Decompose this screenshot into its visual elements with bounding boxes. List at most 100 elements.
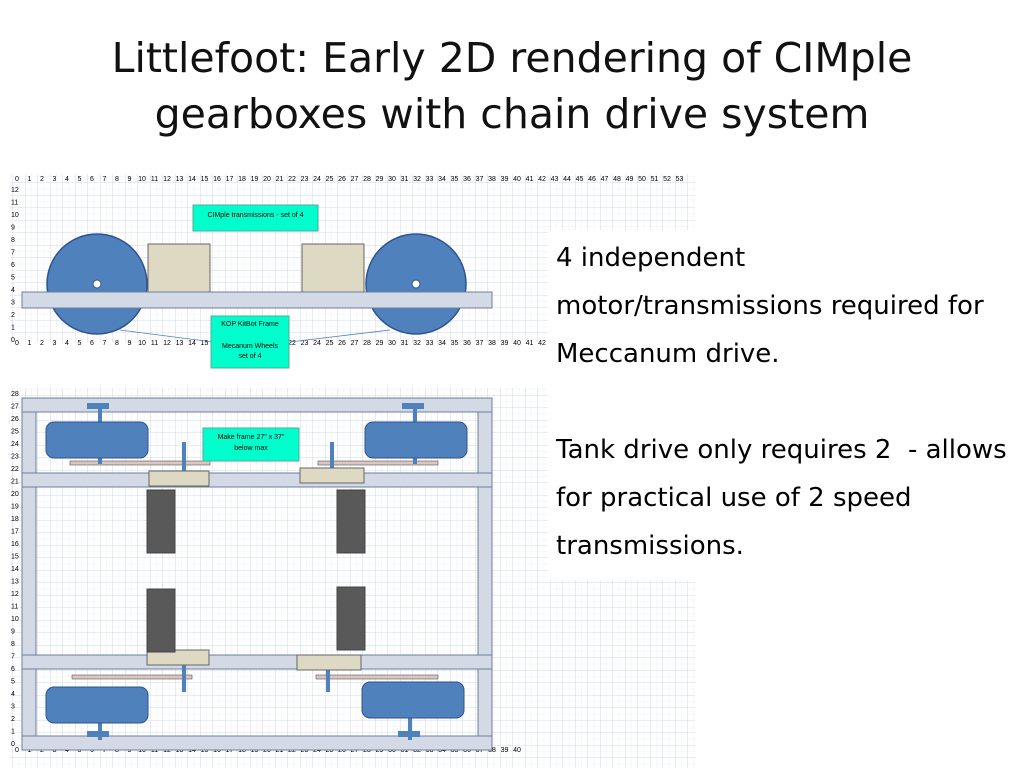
side-x-tick-top: 33 xyxy=(426,176,434,183)
side-x-tick-bottom: 13 xyxy=(176,340,184,347)
slide-title-line-1: Littlefoot: Early 2D rendering of CIMple xyxy=(111,34,913,82)
top-wheel-back-left xyxy=(45,686,149,724)
side-x-tick-bottom: 14 xyxy=(188,340,196,347)
top-axle-back-right xyxy=(315,674,439,680)
side-x-tick-top: 49 xyxy=(626,176,634,183)
side-x-tick-bottom: 23 xyxy=(301,340,309,347)
top-gear-shaft-fr xyxy=(330,442,334,482)
side-x-tick-top: 5 xyxy=(78,176,82,183)
top-shaft-back-right xyxy=(408,700,412,740)
side-x-tick-top: 35 xyxy=(451,176,459,183)
callout-leader-right xyxy=(289,329,391,343)
side-x-tick-top: 34 xyxy=(438,176,446,183)
side-x-tick-top: 2 xyxy=(40,176,44,183)
side-x-tick-top: 29 xyxy=(376,176,384,183)
side-x-tick-top: 37 xyxy=(476,176,484,183)
top-hub-front-left xyxy=(87,403,109,409)
top-y-tick: 25 xyxy=(11,429,19,436)
side-x-tick-top: 44 xyxy=(563,176,571,183)
top-view-y-axis: 2827262524232221201918171615141312111098… xyxy=(11,391,19,748)
side-x-tick-top: 53 xyxy=(676,176,684,183)
top-y-tick: 19 xyxy=(11,504,19,511)
side-x-tick-top: 50 xyxy=(638,176,646,183)
top-y-tick: 26 xyxy=(11,416,19,423)
top-y-tick: 9 xyxy=(11,629,15,636)
side-x-tick-top: 16 xyxy=(213,176,221,183)
side-x-tick-bottom: 4 xyxy=(65,340,69,347)
side-x-tick-bottom: 38 xyxy=(488,340,496,347)
top-frame-left-rail xyxy=(21,397,37,751)
side-x-tick-bottom: 31 xyxy=(401,340,409,347)
top-hub-back-right xyxy=(398,731,420,737)
top-y-tick: 28 xyxy=(11,391,19,398)
side-x-tick-top: 41 xyxy=(526,176,534,183)
side-x-tick-top: 28 xyxy=(363,176,371,183)
top-frame-front-rail xyxy=(21,397,493,413)
side-x-tick-top: 15 xyxy=(201,176,209,183)
callout-transmissions-text: CIMple transmissions - set of 4 xyxy=(207,212,303,219)
side-transmission-right xyxy=(301,243,365,293)
side-x-tick-top: 7 xyxy=(103,176,107,183)
side-y-tick: 7 xyxy=(11,250,15,257)
side-y-tick: 8 xyxy=(11,237,15,244)
side-x-tick-bottom: 28 xyxy=(363,340,371,347)
side-x-tick-top: 38 xyxy=(488,176,496,183)
top-gear-shaft-br xyxy=(326,662,330,692)
top-wheel-front-left xyxy=(45,421,149,459)
side-x-tick-bottom: 29 xyxy=(376,340,384,347)
top-y-tick: 18 xyxy=(11,516,19,523)
side-x-tick-bottom: 26 xyxy=(338,340,346,347)
top-wheel-front-right xyxy=(364,421,468,459)
top-transmission-front-left xyxy=(148,470,210,487)
top-y-tick: 23 xyxy=(11,454,19,461)
side-x-tick-top: 23 xyxy=(301,176,309,183)
side-x-tick-bottom: 3 xyxy=(53,340,57,347)
side-x-tick-top: 24 xyxy=(313,176,321,183)
top-y-tick: 24 xyxy=(11,441,19,448)
callout-frame-size-text-2: below max xyxy=(234,445,268,452)
top-crossmember-front xyxy=(21,472,493,488)
top-gear-shaft-fl xyxy=(182,442,186,482)
side-x-tick-top: 14 xyxy=(188,176,196,183)
top-crossmember-back xyxy=(21,654,493,670)
side-x-tick-top: 21 xyxy=(276,176,284,183)
top-axle-front-right xyxy=(317,460,439,466)
side-x-tick-bottom: 1 xyxy=(28,340,32,347)
top-motor-back-left xyxy=(146,588,176,653)
side-x-tick-bottom: 2 xyxy=(40,340,44,347)
side-y-tick: 4 xyxy=(11,287,15,294)
top-y-tick: 4 xyxy=(11,691,15,698)
top-y-tick: 1 xyxy=(11,729,15,736)
side-x-tick-bottom: 41 xyxy=(526,340,534,347)
callout-frame-wheels xyxy=(210,315,290,369)
side-x-tick-bottom: 15 xyxy=(201,340,209,347)
side-x-tick-bottom: 34 xyxy=(438,340,446,347)
side-x-tick-bottom: 11 xyxy=(151,340,158,347)
top-x-tick: 39 xyxy=(501,747,509,754)
top-motor-back-right xyxy=(336,586,366,651)
side-x-tick-top: 9 xyxy=(128,176,132,183)
side-y-tick: 12 xyxy=(11,187,19,194)
side-frame-rail xyxy=(21,291,493,309)
side-x-tick-top: 45 xyxy=(576,176,584,183)
top-x-tick: 0 xyxy=(15,747,19,754)
top-gear-shaft-bl xyxy=(182,662,186,692)
top-y-tick: 6 xyxy=(11,666,15,673)
side-y-tick: 10 xyxy=(11,212,19,219)
top-y-tick: 11 xyxy=(11,604,18,611)
callout-frame-text: KOP KitBot Frame xyxy=(221,321,279,328)
side-x-tick-top: 22 xyxy=(288,176,296,183)
top-x-tick: 40 xyxy=(513,747,521,754)
side-x-tick-top: 1 xyxy=(28,176,32,183)
top-y-tick: 10 xyxy=(11,616,19,623)
side-wheel-right-axle xyxy=(411,279,421,289)
top-axle-front-left xyxy=(69,460,211,466)
side-x-tick-bottom: 39 xyxy=(501,340,509,347)
top-frame-right-rail xyxy=(477,397,493,751)
side-x-tick-top: 31 xyxy=(401,176,409,183)
top-y-tick: 2 xyxy=(11,716,15,723)
side-x-tick-top: 11 xyxy=(151,176,158,183)
side-x-tick-top: 13 xyxy=(176,176,184,183)
side-view-x-axis-bottom: 0123456789101112131415161718192021222324… xyxy=(15,340,558,347)
